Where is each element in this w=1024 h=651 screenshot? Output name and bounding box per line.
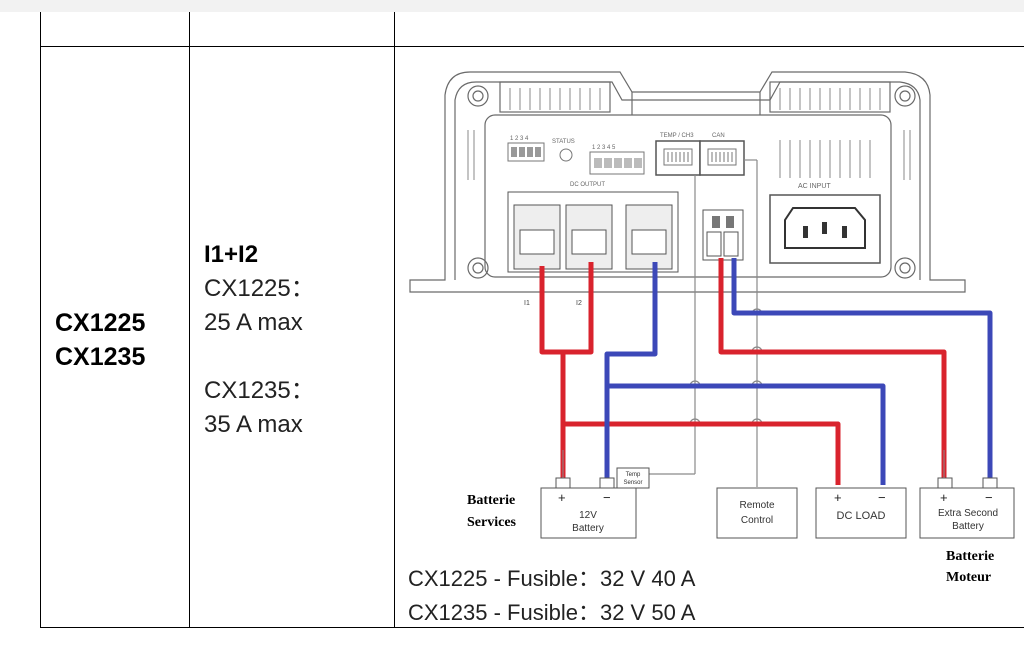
remote-control-line2: Control [741, 515, 773, 526]
dc-output-terminals [507, 191, 679, 273]
negative-wires [604, 258, 993, 485]
temp-sensor-line1: Temp [626, 472, 641, 478]
remote-terminal [702, 209, 744, 261]
dc-load-label: DC LOAD [837, 510, 886, 522]
housing-vents [467, 88, 911, 180]
current-cell: I1+I2 CX1225： 25 A max CX1235： 35 A max [204, 238, 315, 442]
top-strip [0, 0, 1024, 12]
battery-12v-box [540, 450, 637, 539]
dip-numbers: 1 2 3 4 [510, 136, 529, 142]
battery-12v-line2: Battery [572, 523, 604, 534]
battery-minus-sign: − [603, 490, 611, 505]
i2-label: I2 [576, 300, 582, 307]
rj45-port-can [699, 140, 745, 176]
extra-battery-box [919, 450, 1015, 539]
model-line-1: CX1225 [55, 309, 146, 337]
battery-12v-line1: 12V [579, 510, 597, 521]
status-led-icon [559, 148, 573, 162]
current-line-a1: CX1225： [204, 275, 315, 302]
dc-load-plus-sign: + [834, 490, 842, 505]
remote-control-box [716, 487, 798, 539]
charger-housing [409, 71, 966, 293]
ac-inlet [769, 194, 881, 264]
dc-load-minus-sign: − [878, 490, 886, 505]
extra-battery-line1: Extra Second [938, 508, 998, 519]
can-label: CAN [712, 133, 725, 139]
table-border-col1 [189, 12, 190, 628]
current-heading: I1+I2 [204, 241, 259, 268]
current-line-b2: 35 A max [204, 411, 303, 438]
rj45-port-temp [655, 140, 701, 176]
model-cell: CX1225 CX1235 [55, 306, 145, 374]
ac-input-label: AC INPUT [798, 183, 831, 190]
status-label: STATUS [552, 139, 575, 145]
chs-numbers: 1 2 3 4 5 [592, 145, 616, 151]
batterie-moteur-line1: Batterie [946, 549, 994, 564]
table-border-left [40, 12, 41, 628]
batterie-services-line2: Services [467, 515, 517, 530]
dc-output-label: DC OUTPUT [570, 182, 605, 188]
temp-sensor-box [616, 467, 650, 489]
model-line-2: CX1235 [55, 343, 146, 371]
chs-connector [589, 151, 645, 175]
fuse-note-cx1225: CX1225 - Fusible：32 V 40 A [408, 566, 696, 591]
current-line-b1: CX1235： [204, 377, 315, 404]
i1-label: I1 [524, 300, 530, 307]
extra-battery-minus-sign: − [985, 490, 993, 505]
temp-sensor-line2: Sensor [623, 480, 642, 486]
table-border-col2 [394, 12, 395, 628]
batterie-moteur-line2: Moteur [946, 570, 991, 585]
fuse-note-cx1235: CX1235 - Fusible：32 V 50 A [408, 600, 696, 625]
table-header-divider [40, 46, 1024, 47]
current-line-a2: 25 A max [204, 309, 303, 336]
battery-plus-sign: + [558, 490, 566, 505]
remote-control-line1: Remote [739, 500, 774, 511]
table-bottom-border [40, 627, 1024, 628]
dip-switch [507, 142, 545, 162]
batterie-services-line1: Batterie [467, 493, 515, 508]
extra-battery-line2: Battery [952, 521, 984, 532]
extra-battery-plus-sign: + [940, 490, 948, 505]
temp-can-label: TEMP / CH3 [660, 133, 694, 139]
dc-load-box [815, 487, 907, 539]
positive-wires [539, 258, 947, 485]
